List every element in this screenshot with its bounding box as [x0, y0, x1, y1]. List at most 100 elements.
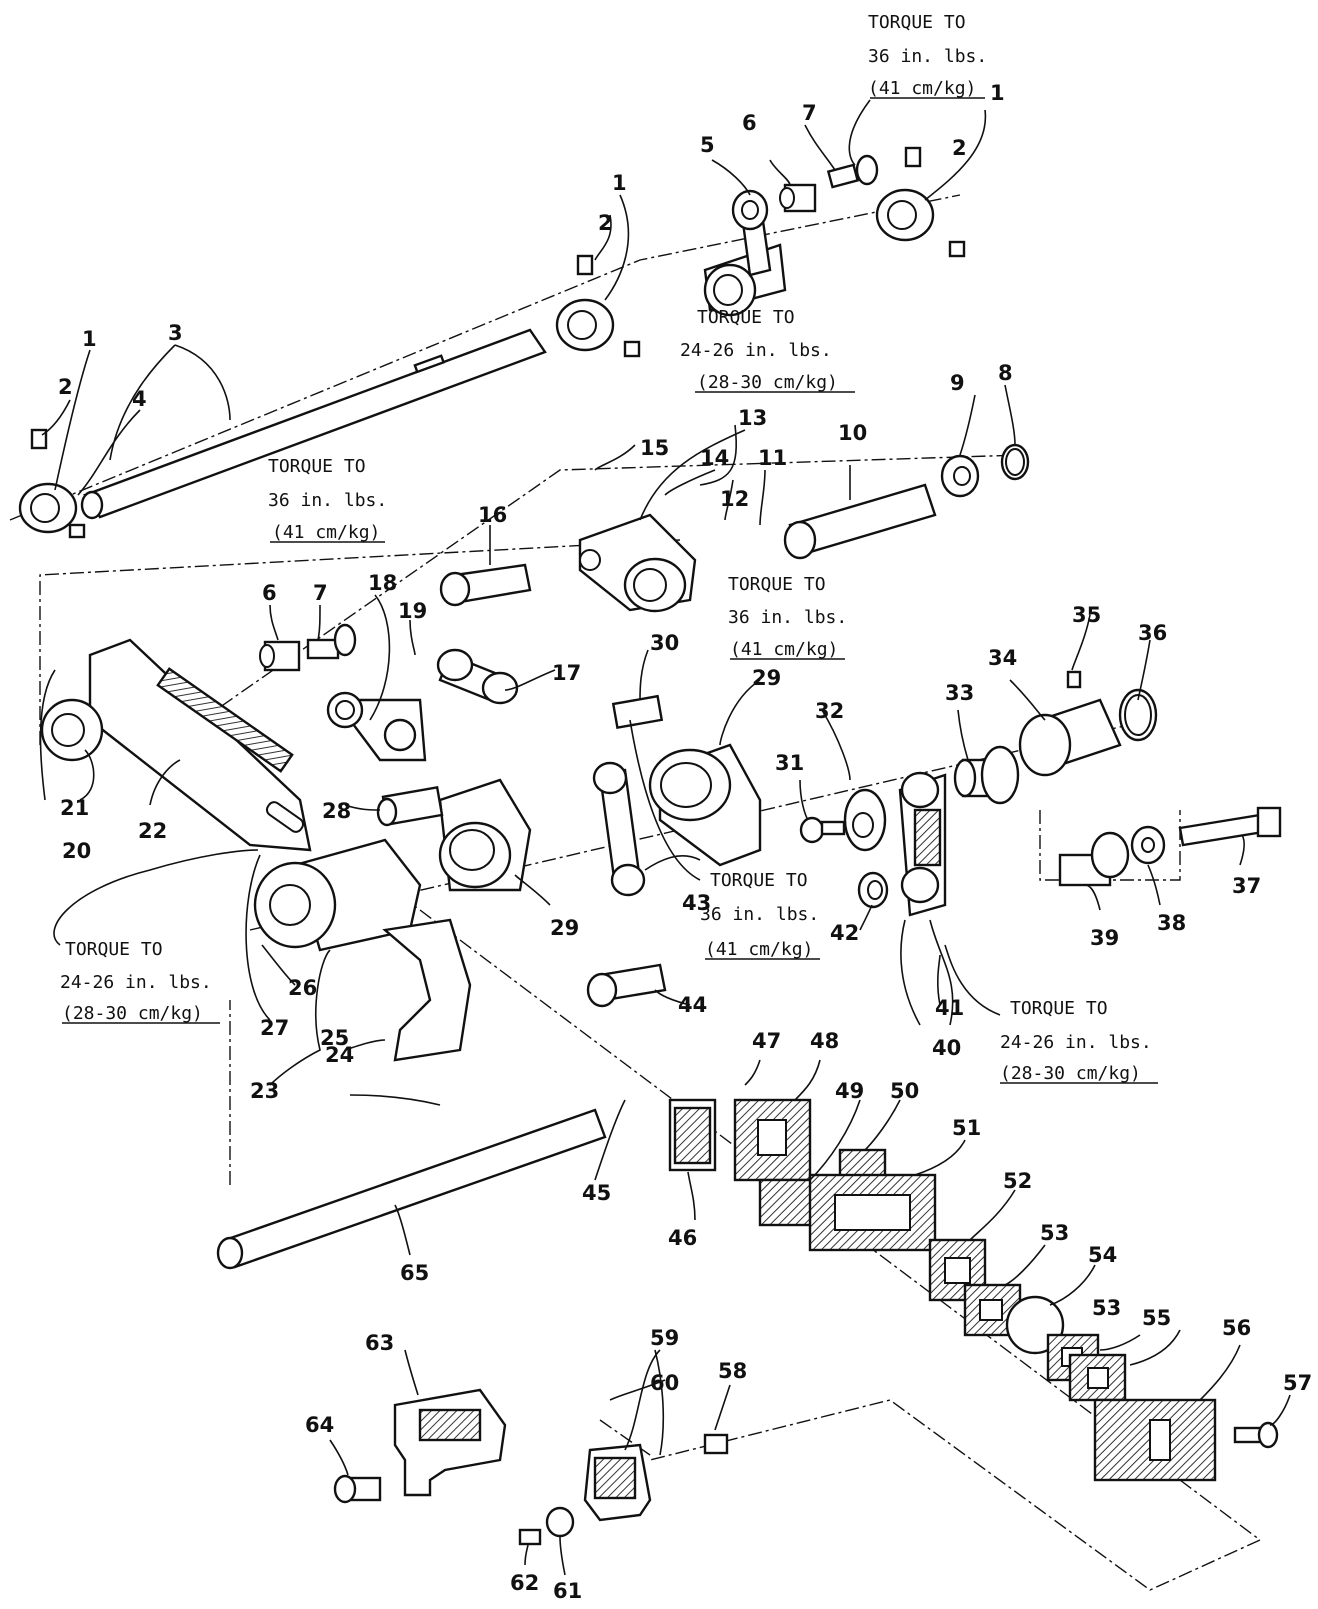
callout-number: 27 — [260, 1016, 289, 1040]
callout-number: 37 — [1232, 874, 1261, 898]
callout-number: 4 — [132, 387, 147, 411]
callout-number: 18 — [368, 571, 397, 595]
torque-note-line: TORQUE TO — [1010, 998, 1108, 1019]
callout-number: 16 — [478, 503, 507, 527]
callout-number: 5 — [700, 133, 715, 157]
torque-note: TORQUE TO 36 in. lbs. (41 cm/kg) — [728, 574, 847, 660]
torque-note-line: (28-30 cm/kg) — [697, 372, 838, 393]
callout-number: 1 — [82, 327, 97, 351]
hub-part-33 — [953, 745, 1020, 805]
callout-number: 31 — [775, 751, 804, 775]
collar-part-1-mid — [555, 254, 641, 358]
torque-note-line: (41 cm/kg) — [730, 639, 838, 660]
callout-number: 7 — [802, 101, 817, 125]
torque-note-line: 24-26 in. lbs. — [60, 972, 212, 993]
yoke-part-29-left — [438, 778, 532, 892]
callout-number: 32 — [815, 699, 844, 723]
callout-number: 42 — [830, 921, 859, 945]
pin-part-16 — [439, 563, 532, 607]
callout-number: 34 — [988, 646, 1017, 670]
torque-note-line: TORQUE TO — [697, 307, 795, 328]
pin-part-28 — [376, 785, 444, 827]
callout-number: 22 — [138, 819, 167, 843]
sleeve-part-10 — [783, 483, 937, 560]
bracket-part-13 — [578, 513, 697, 613]
callout-number: 29 — [752, 666, 781, 690]
torque-note-line: TORQUE TO — [710, 870, 808, 891]
callout-number: 17 — [552, 661, 581, 685]
callout-number: 2 — [58, 375, 73, 399]
torque-note-line: (41 cm/kg) — [705, 939, 813, 960]
callout-number: 53 — [1040, 1221, 1069, 1245]
callout-number: 54 — [1088, 1243, 1117, 1267]
callout-number: 63 — [365, 1331, 394, 1355]
callout-number: 51 — [952, 1116, 981, 1140]
callout-number: 38 — [1157, 911, 1186, 935]
arm-part-22 — [40, 638, 312, 852]
callout-number: 19 — [398, 599, 427, 623]
plate-part-55 — [1068, 1353, 1127, 1402]
callout-number: 1 — [612, 171, 627, 195]
callout-number: 6 — [742, 111, 757, 135]
callout-number: 2 — [598, 211, 613, 235]
callout-number: 2 — [952, 136, 967, 160]
pin-part-30 — [611, 694, 664, 730]
torque-note: TORQUE TO 36 in. lbs. (41 cm/kg) — [868, 12, 987, 99]
callout-number: 24 — [325, 1043, 354, 1067]
screw-part-64 — [333, 1474, 382, 1504]
upper-shaft-part-3 — [80, 328, 547, 520]
callout-number: 47 — [752, 1029, 781, 1053]
callout-number: 36 — [1138, 621, 1167, 645]
clamp-part-25 — [382, 918, 472, 1062]
plate-part-48 — [733, 1098, 812, 1182]
yoke-part-29-right — [648, 743, 762, 867]
callout-number: 9 — [950, 371, 965, 395]
callout-number: 45 — [582, 1181, 611, 1205]
callout-number: 15 — [640, 436, 669, 460]
torque-note-line: TORQUE TO — [868, 12, 966, 33]
callout-number: 11 — [758, 446, 787, 470]
callout-number: 52 — [1003, 1169, 1032, 1193]
callout-number: 59 — [650, 1326, 679, 1350]
o-ring-part-36 — [1118, 688, 1158, 742]
block-part-59 — [583, 1443, 652, 1522]
screw-part-58 — [703, 1433, 729, 1455]
leader-lines — [39, 99, 1291, 1576]
callout-number: 8 — [998, 361, 1013, 385]
collar-part-1-left — [18, 428, 86, 539]
lever-part-42 — [898, 771, 947, 917]
hub-part-39 — [1058, 831, 1130, 887]
torque-note: TORQUE TO 24-26 in. lbs. (28-30 cm/kg) — [680, 307, 838, 393]
torque-note-line: (41 cm/kg) — [868, 78, 976, 99]
callout-number: 10 — [838, 421, 867, 445]
callout-number: 61 — [553, 1579, 582, 1603]
hub-part-23 — [253, 838, 422, 952]
callout-number: 58 — [718, 1359, 747, 1383]
callout-number: 50 — [890, 1079, 919, 1103]
torque-note: TORQUE TO 24-26 in. lbs. (28-30 cm/kg) — [1000, 998, 1152, 1084]
nut-part-61 — [545, 1506, 575, 1538]
callout-number: 41 — [935, 996, 964, 1020]
bracket-part-63 — [393, 1388, 507, 1497]
callout-number: 46 — [668, 1226, 697, 1250]
callout-number: 35 — [1072, 603, 1101, 627]
bushing-part-6-mid — [259, 640, 301, 672]
torque-note-line: (28-30 cm/kg) — [62, 1003, 203, 1024]
screw-part-31 — [799, 816, 846, 844]
callout-number: 44 — [678, 993, 707, 1017]
callout-number: 7 — [313, 581, 328, 605]
screw-part-7-top — [826, 154, 879, 189]
callout-number: 60 — [650, 1371, 679, 1395]
coupling-part-34 — [1018, 670, 1122, 777]
bolt-part-37 — [1178, 806, 1282, 847]
link-part-43 — [592, 761, 646, 897]
callout-number: 30 — [650, 631, 679, 655]
callout-number: 64 — [305, 1413, 334, 1437]
callout-number: 26 — [288, 976, 317, 1000]
callout-number: 40 — [932, 1036, 961, 1060]
ring-part-8 — [1000, 443, 1030, 481]
torque-note-line: TORQUE TO — [268, 456, 366, 477]
block-part-46 — [668, 1098, 717, 1172]
torque-note-line: 36 in. lbs. — [268, 490, 387, 511]
